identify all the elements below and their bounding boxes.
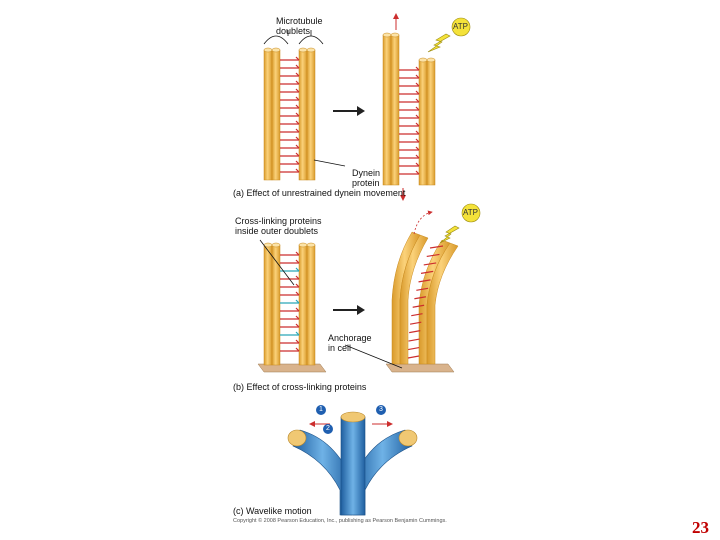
- dynein-arm-head: [295, 283, 300, 288]
- dynein-arm-head: [295, 144, 300, 149]
- dynein-arm-head: [415, 162, 420, 167]
- dynein-arm-head: [295, 136, 300, 141]
- step-1-badge: 1: [316, 405, 326, 415]
- dynein-arm-head: [295, 80, 300, 85]
- dynein-arm-head: [415, 90, 420, 95]
- anchorage-label: Anchorage in cell: [328, 333, 372, 353]
- dynein-arm-head: [415, 170, 420, 175]
- dynein-arm: [418, 279, 431, 283]
- microtubule-label-line1: Microtubule: [276, 16, 323, 26]
- dynein-arm-head: [295, 56, 300, 61]
- cross-linking-line2: inside outer doublets: [235, 226, 319, 236]
- dynein-arm-head: [415, 146, 420, 151]
- dynein-arm-head: [415, 74, 420, 79]
- dynein-arm: [420, 270, 434, 274]
- dynein-arm-head: [295, 128, 300, 133]
- dynein-arm-head: [295, 152, 300, 157]
- dynein-arm-head: [295, 64, 300, 69]
- caption-b: (b) Effect of cross-linking proteins: [233, 382, 367, 392]
- dynein-arm-head: [415, 154, 420, 159]
- caption-c: (c) Wavelike motion: [233, 506, 312, 516]
- dynein-arm-head: [295, 96, 300, 101]
- dynein-arm: [408, 338, 420, 342]
- dynein-arm-head: [295, 168, 300, 173]
- caption-a: (a) Effect of unrestrained dynein moveme…: [233, 188, 406, 198]
- panel-a-left-doublets: [263, 30, 324, 181]
- cross-linking-line1: Cross-linking proteins: [235, 216, 322, 226]
- dynein-arm-head: [295, 160, 300, 165]
- panel-b-transition-arrow: [333, 305, 365, 315]
- step-2-badge: 2: [323, 424, 333, 434]
- copyright-notice: Copyright © 2008 Pearson Education, Inc.…: [233, 518, 447, 524]
- dynein-arm-head: [415, 106, 420, 111]
- dynein-arm-head: [295, 104, 300, 109]
- dynein-arm-head: [295, 323, 300, 328]
- dynein-arm: [408, 346, 420, 351]
- panel-a-right-doublets: [313, 13, 471, 201]
- dynein-arm-head: [295, 259, 300, 264]
- microtubule-doublets-label: Microtubule doublets: [276, 16, 323, 36]
- dynein-label-line2: protein: [352, 178, 380, 188]
- dynein-arm-head: [415, 138, 420, 143]
- dynein-arm: [412, 304, 425, 308]
- dynein-arm-head: [295, 347, 300, 352]
- dynein-arm-head: [415, 130, 420, 135]
- dynein-arm-head: [295, 339, 300, 344]
- dynein-arm: [414, 296, 427, 300]
- dynein-arm: [407, 355, 420, 359]
- page-number: 23: [692, 518, 709, 537]
- microtubule-label-line2: doublets: [276, 26, 311, 36]
- dynein-arm-head: [295, 267, 300, 272]
- panel-b-right-doublets: [344, 203, 481, 373]
- dynein-arm-head: [295, 72, 300, 77]
- dynein-arm-head: [415, 98, 420, 103]
- dynein-arm-head: [295, 307, 300, 312]
- atp-label-a: ATP: [453, 22, 468, 31]
- dynein-arm-head: [295, 291, 300, 296]
- panel-c-cilium: [287, 411, 418, 516]
- step-3-badge: 3: [376, 405, 386, 415]
- dynein-protein-label: Dynein protein: [352, 168, 380, 188]
- dynein-arm-head: [295, 299, 300, 304]
- dynein-arm: [409, 321, 422, 325]
- dynein-arm-head: [415, 122, 420, 127]
- dynein-arm: [416, 287, 429, 291]
- dynein-arm-head: [295, 251, 300, 256]
- dynein-label-line1: Dynein: [352, 168, 381, 178]
- dynein-arm-head: [415, 82, 420, 87]
- dynein-arm-head: [415, 66, 420, 71]
- dynein-arm: [409, 330, 421, 334]
- anchorage-line1: Anchorage: [328, 333, 372, 343]
- atp-label-b: ATP: [463, 208, 478, 217]
- dynein-arm: [411, 313, 423, 317]
- dynein-arm-head: [295, 315, 300, 320]
- dynein-arm-head: [295, 112, 300, 117]
- dynein-arm-head: [295, 275, 300, 280]
- dynein-arm: [426, 253, 440, 258]
- dynein-arm-head: [295, 120, 300, 125]
- dynein-arm-head: [415, 114, 420, 119]
- dynein-arm-head: [295, 88, 300, 93]
- panel-b-left-doublets: [257, 239, 327, 373]
- dynein-arm: [423, 262, 437, 266]
- cross-linking-label: Cross-linking proteins inside outer doub…: [235, 216, 322, 236]
- panel-a-transition-arrow: [333, 106, 365, 116]
- dynein-arm-head: [295, 331, 300, 336]
- dynein-arm: [429, 245, 444, 249]
- anchorage-line2: in cell: [328, 343, 352, 353]
